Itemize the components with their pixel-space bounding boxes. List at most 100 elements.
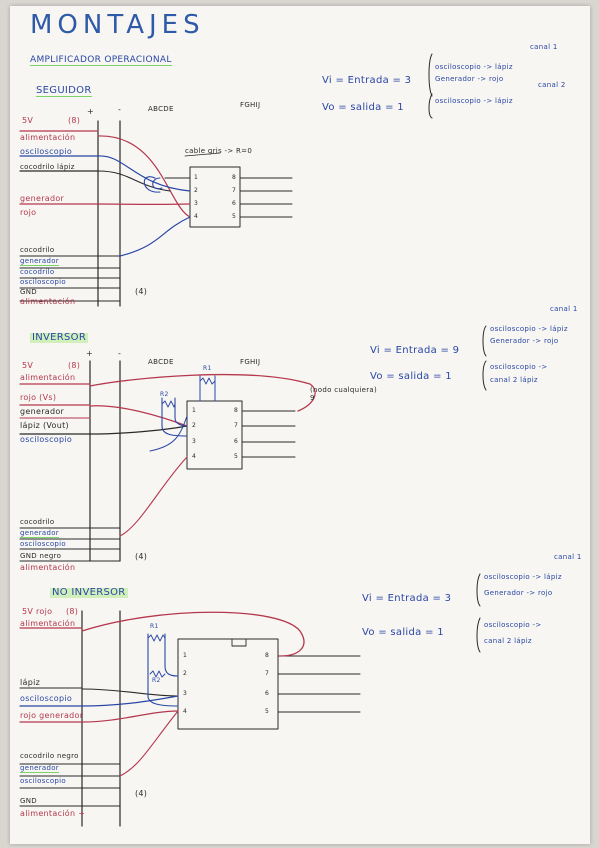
- seguidor-vo-note1: osciloscopio -> lápiz: [435, 97, 513, 105]
- inversor-cols-right: FGHIJ: [240, 358, 261, 366]
- inversor-b-osciloscopio: osciloscopio: [20, 540, 66, 548]
- no-inversor-b-alim: alimentación +: [20, 809, 86, 818]
- inversor-alim-top: alimentación: [20, 373, 76, 382]
- seguidor-generador: generador: [20, 194, 65, 203]
- inversor-chip-pin-2: 2: [192, 422, 197, 429]
- seguidor-vo-label: Vo = salida = 1: [322, 102, 404, 113]
- inversor-chip-pin-1: 1: [192, 407, 197, 414]
- no-inversor-b-gnd: GND: [20, 797, 37, 805]
- page-title: MONTAJES: [30, 10, 205, 40]
- seguidor-osciloscopio: osciloscopio: [20, 147, 73, 156]
- no-inversor-vi-note1: osciloscopio -> lápiz: [484, 573, 562, 581]
- seguidor-cocodrilo-lapiz: cocodrilo lápiz: [20, 163, 75, 171]
- seguidor-b-gnd: GND: [20, 288, 37, 296]
- inversor-chip-pin-8: 8: [234, 407, 239, 414]
- inversor-vo-note1: osciloscopio ->: [490, 363, 548, 371]
- equation-brackets: [428, 53, 487, 653]
- inversor-heading: INVERSOR: [30, 332, 89, 343]
- inversor-pin4: (4): [135, 552, 148, 561]
- no-inversor-vi-canal: canal 1: [554, 553, 582, 561]
- circuit-drawings: [19, 53, 487, 827]
- inversor-vi-note1: osciloscopio -> lápiz: [490, 325, 568, 333]
- seguidor-b-alim: alimentación: [20, 297, 76, 306]
- no-inversor-chip-pin-6: 6: [265, 690, 270, 697]
- seguidor-pin4: (4): [135, 287, 148, 296]
- no-inversor-vo-label: Vo = salida = 1: [362, 627, 444, 638]
- seguidor-chip-pin-7: 7: [232, 187, 237, 194]
- inversor-pin8: (8): [68, 361, 81, 370]
- seguidor-annotation: cable gris -> R=0: [185, 147, 253, 155]
- inversor-r2-label: R2: [160, 391, 169, 398]
- no-inversor-chip-pin-2: 2: [183, 670, 188, 677]
- seguidor-heading: SEGUIDOR: [36, 85, 92, 97]
- seguidor-chip-pin-3: 3: [194, 200, 199, 207]
- inversor-vi-note2: Generador -> rojo: [490, 337, 559, 345]
- seguidor-chip-pin-5: 5: [232, 213, 237, 220]
- no-inversor-vo-note1: osciloscopio ->: [484, 621, 542, 629]
- no-inversor-alim-top: alimentación: [20, 619, 76, 628]
- seguidor-plus: +: [87, 107, 95, 116]
- seguidor-pin8: (8): [68, 116, 81, 125]
- seguidor-b-cocodrilo: cocodrilo: [20, 246, 55, 254]
- seguidor-minus: -: [118, 105, 122, 114]
- seguidor-vi-label: Vi = Entrada = 3: [322, 75, 412, 86]
- inversor-r1-label: R1: [203, 365, 212, 372]
- no-inversor-chip-pin-5: 5: [265, 708, 270, 715]
- seguidor-vi-note2: Generador -> rojo: [435, 75, 504, 83]
- inversor-plus: +: [86, 349, 94, 358]
- inversor-chip-pin-5: 5: [234, 453, 239, 460]
- no-inversor-vi-label: Vi = Entrada = 3: [362, 593, 452, 604]
- no-inversor-chip-pin-1: 1: [183, 652, 188, 659]
- no-inversor-chip-pin-4: 4: [183, 708, 188, 715]
- seguidor-b-osciloscopio: osciloscopio: [20, 278, 66, 286]
- seguidor-chip-pin-8: 8: [232, 174, 237, 181]
- inversor-chip-pin-7: 7: [234, 422, 239, 429]
- no-inversor-chip-pin-7: 7: [265, 670, 270, 677]
- no-inversor-5v: 5V rojo: [22, 607, 53, 616]
- inversor-rojo-vs: rojo (Vs): [20, 393, 57, 402]
- seguidor-b-cocodrilo2: cocodrilo: [20, 268, 55, 276]
- inversor-b-generador: generador: [20, 529, 59, 538]
- inversor-side-note: (nodo cualquiera) 9: [310, 386, 378, 403]
- inversor-chip-pin-6: 6: [234, 438, 239, 445]
- no-inversor-circuit: [19, 610, 361, 827]
- no-inversor-r2-label: R2: [152, 677, 161, 684]
- inversor-5v: 5V: [22, 361, 34, 370]
- inversor-vo-note2: canal 2 lápiz: [490, 376, 538, 384]
- seguidor-vo-canal: canal 2: [538, 81, 566, 89]
- no-inversor-rojo-gen: rojo generador: [20, 711, 84, 720]
- no-inversor-b-generador: generador: [20, 764, 59, 773]
- no-inversor-lapiz: lápiz: [20, 678, 41, 687]
- seguidor-5v: 5V: [22, 116, 34, 125]
- seguidor-chip-pin-6: 6: [232, 200, 237, 207]
- no-inversor-osciloscopio: osciloscopio: [20, 694, 73, 703]
- seguidor-b-generador: generador: [20, 257, 59, 266]
- no-inversor-chip-pin-8: 8: [265, 652, 270, 659]
- seguidor-vi-canal: canal 1: [530, 43, 558, 51]
- seguidor-chip-pin-2: 2: [194, 187, 199, 194]
- inversor-b-gnd: GND negro: [20, 552, 62, 560]
- notebook-page: MONTAJES AMPLIFICADOR OPERACIONAL SEGUID…: [10, 6, 590, 844]
- inversor-minus: -: [118, 349, 122, 358]
- inversor-vo-label: Vo = salida = 1: [370, 371, 452, 382]
- no-inversor-heading: NO INVERSOR: [50, 587, 128, 598]
- seguidor-cols-left: ABCDE: [148, 105, 174, 113]
- inversor-vi-canal: canal 1: [550, 305, 578, 313]
- inversor-cols-left: ABCDE: [148, 358, 174, 366]
- inversor-chip-pin-4: 4: [192, 453, 197, 460]
- seguidor-cols-right: FGHIJ: [240, 101, 261, 109]
- inversor-vi-label: Vi = Entrada = 9: [370, 345, 460, 356]
- subtitle: AMPLIFICADOR OPERACIONAL: [30, 55, 172, 66]
- no-inversor-b-osciloscopio: osciloscopio: [20, 777, 66, 785]
- seguidor-vi-note1: osciloscopio -> lápiz: [435, 63, 513, 71]
- inversor-lapiz-vout: lápiz (Vout): [20, 421, 69, 430]
- seguidor-rojo: rojo: [20, 208, 37, 217]
- no-inversor-r1-label: R1: [150, 623, 159, 630]
- seguidor-alim-top: alimentación: [20, 133, 76, 142]
- inversor-chip-pin-3: 3: [192, 438, 197, 445]
- no-inversor-vo-note2: canal 2 lápiz: [484, 637, 532, 645]
- inversor-b-alim: alimentación: [20, 563, 76, 572]
- inversor-generador: generador: [20, 407, 65, 416]
- inversor-circuit: [19, 360, 316, 562]
- no-inversor-b-cocodrilo: cocodrilo negro: [20, 752, 79, 760]
